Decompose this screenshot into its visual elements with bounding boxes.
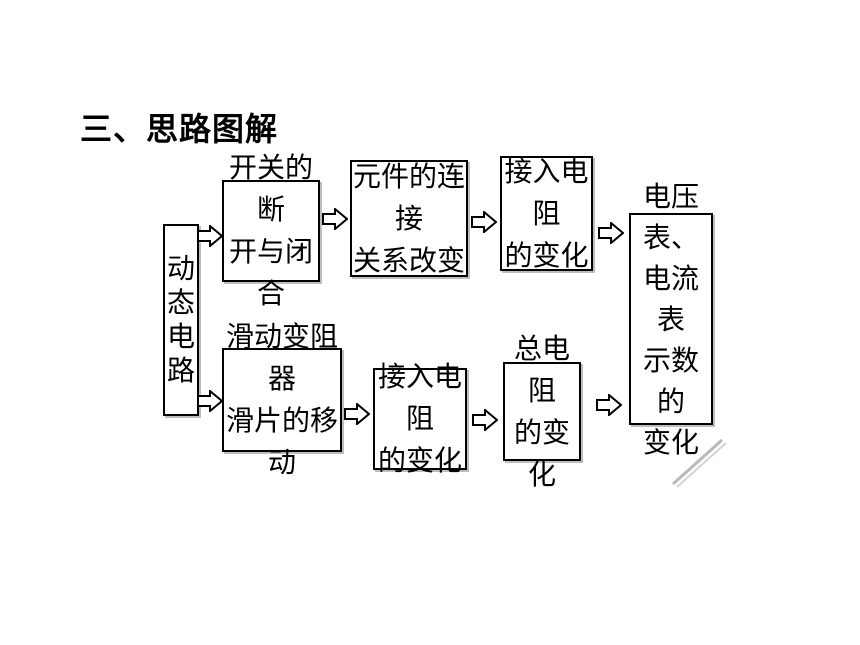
decorative-slash-icon [671,438,727,488]
arrow-root-to-switch-icon [197,225,223,247]
node-connection-change: 元件的连接 关系改变 [350,160,468,277]
node-switch-open-close: 开关的断 开与闭合 [222,151,320,310]
node-dynamic-circuit: 动 态 电 路 [163,224,199,416]
arrow-total-to-result-icon [596,394,622,416]
arrow-resistance-to-total-icon [472,409,498,431]
node-connected-resistance-change-bottom: 接入电阻 的变化 [373,360,467,477]
node-meter-reading-change: 电压表、 电流表 示数的 变化 [629,180,713,459]
node-total-resistance-change: 总电阻 的变化 [503,332,581,491]
section-title: 三、思路图解 [80,110,279,148]
node-slider-move: 滑动变阻器 滑片的移动 [222,320,342,479]
arrow-connection-to-resistance-icon [471,211,497,233]
node-connected-resistance-change-top: 接入电阻 的变化 [500,155,593,272]
arrow-slider-to-resistance-icon [344,403,370,425]
arrow-resistance-to-result-top-icon [598,222,624,244]
arrow-switch-to-connection-icon [322,208,348,230]
arrow-root-to-slider-icon [197,390,223,412]
